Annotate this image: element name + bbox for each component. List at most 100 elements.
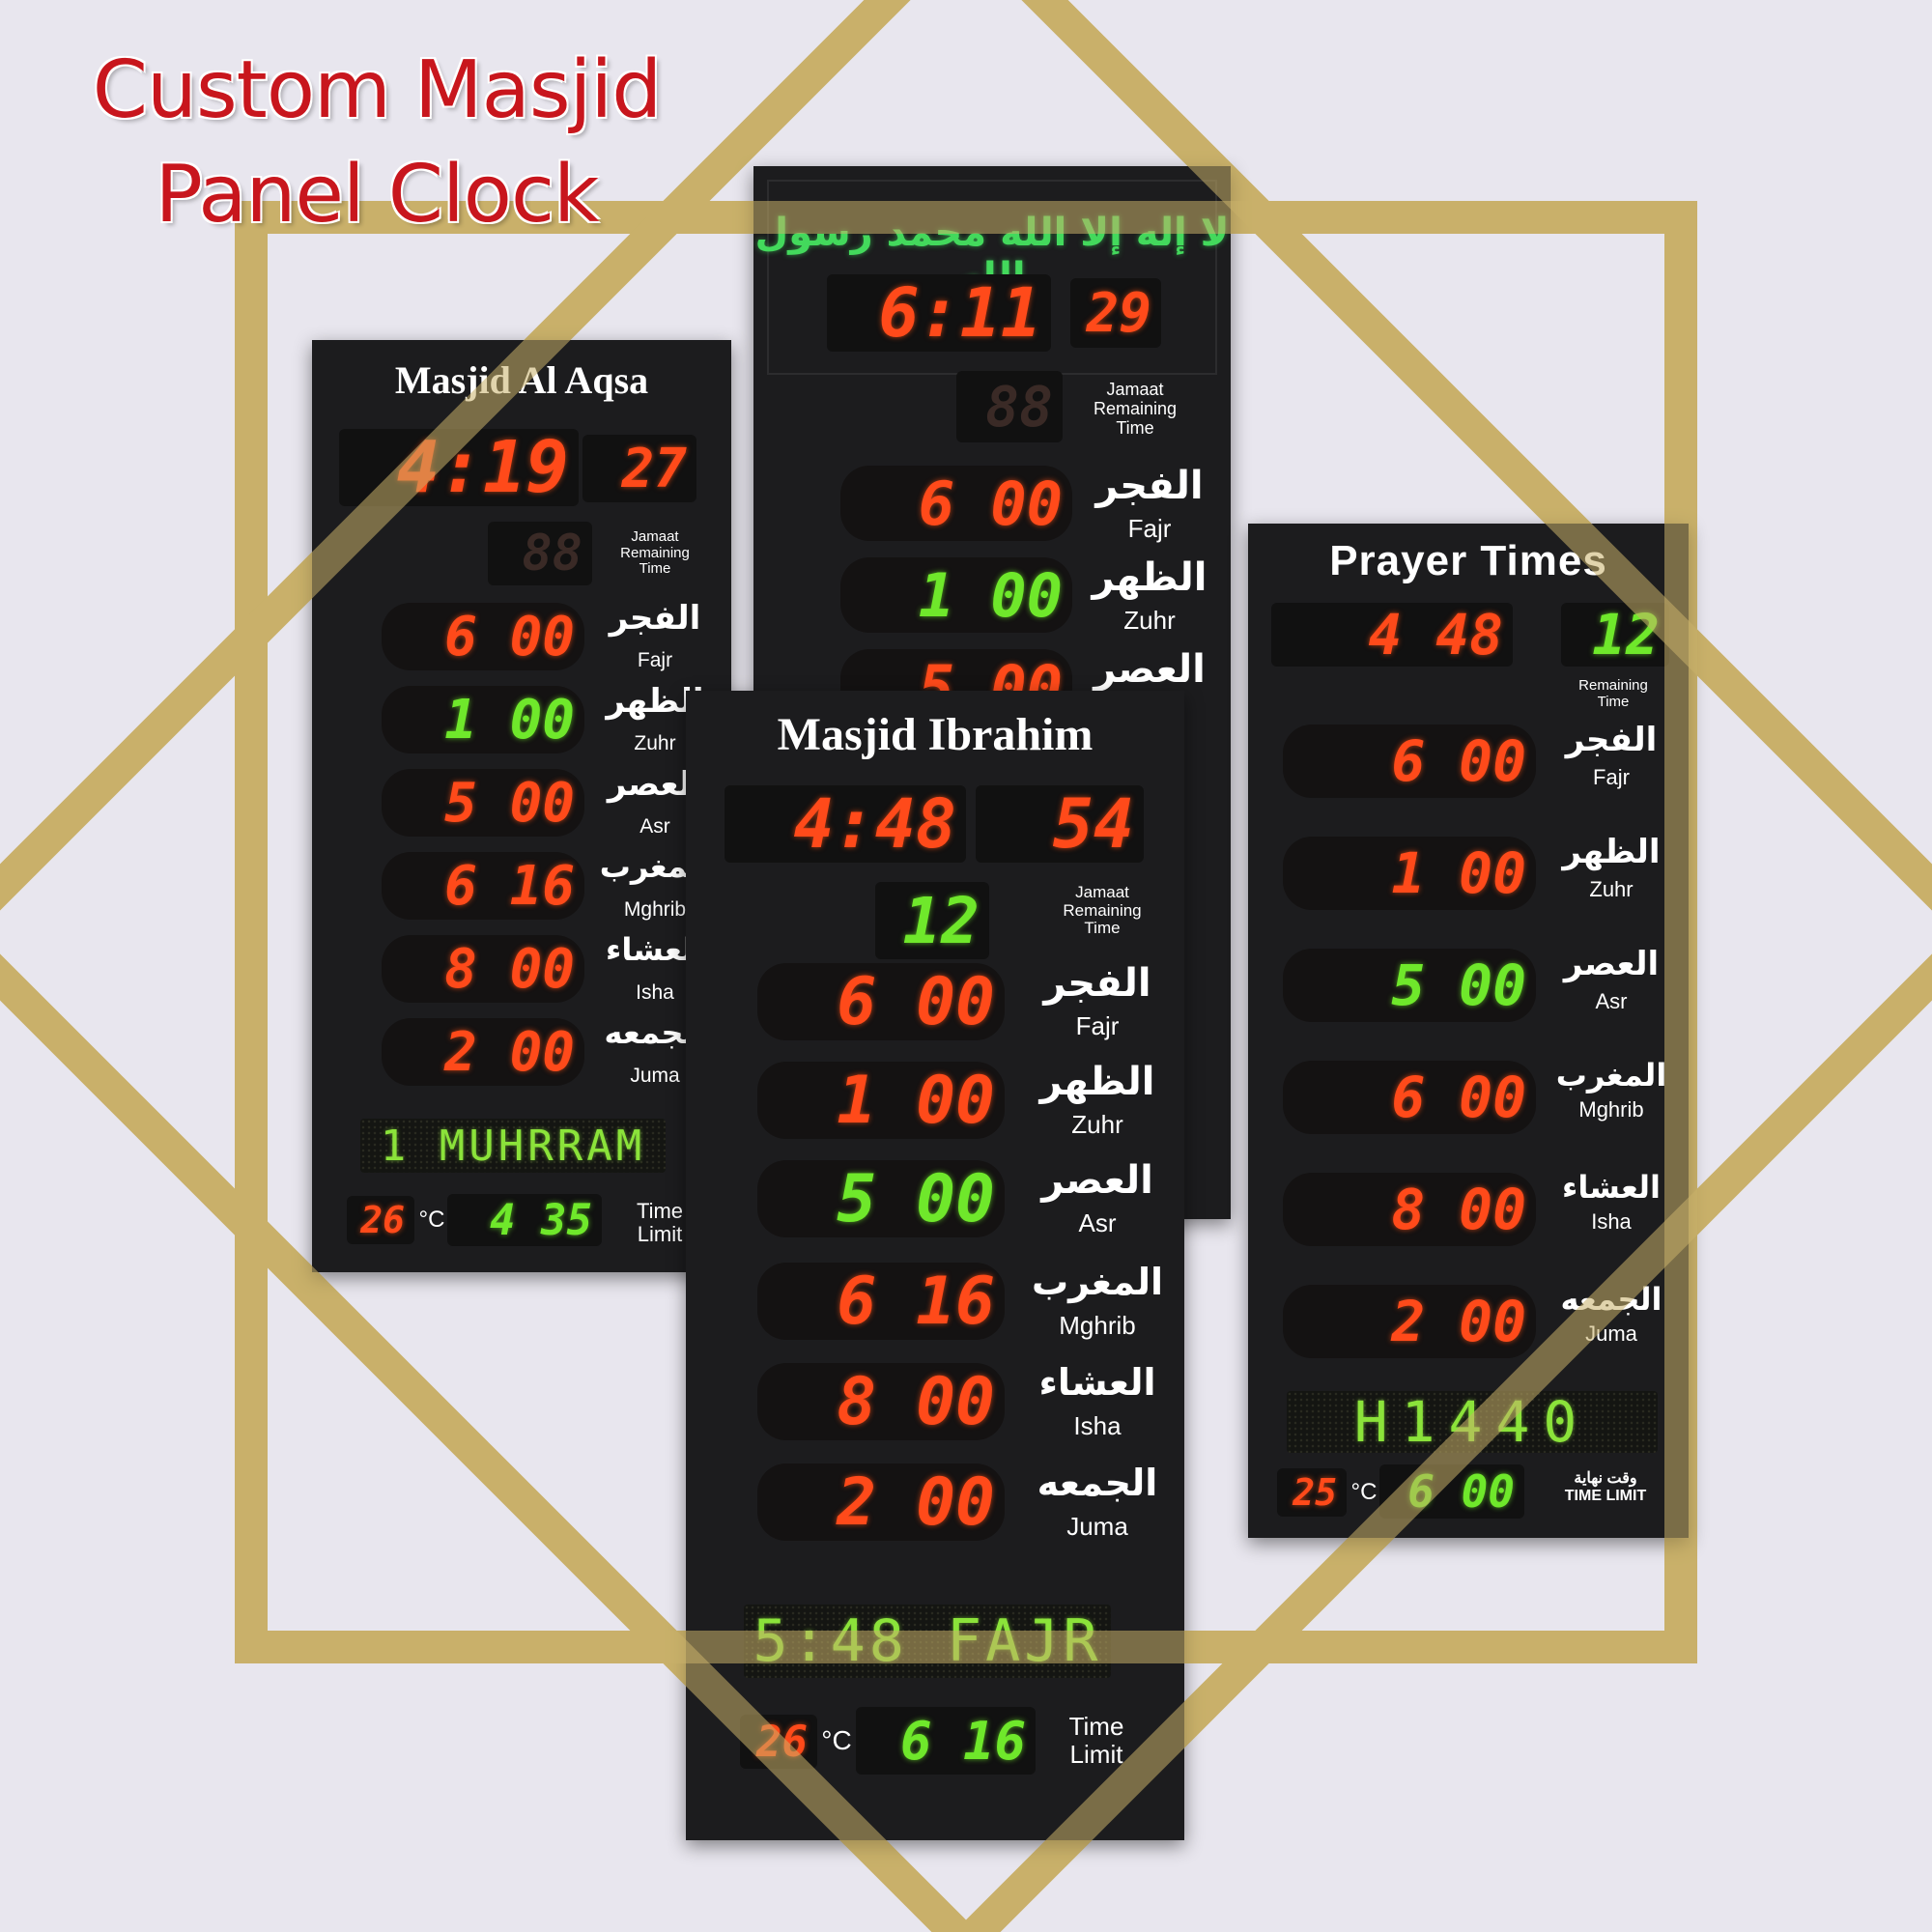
hijri-year-display: H1440 (1287, 1389, 1658, 1455)
jamaat-label-line-3: Time (1116, 417, 1154, 438)
seconds-value: 29 (1086, 281, 1151, 345)
remaining-label-line-2: Time (1597, 693, 1630, 710)
prayer-name-arabic: الفجر (609, 599, 701, 638)
prayer-name-english: Fajr (1127, 514, 1172, 543)
prayer-time-value: 6 00 (1391, 728, 1526, 794)
prayer-name-arabic: الجمعه (1037, 1462, 1158, 1504)
prayer-time-zuhr: 1 00 (757, 1062, 1005, 1139)
prayer-name-english: Asr (1595, 989, 1628, 1013)
jamaat-label-line-1: Jamaat (631, 528, 679, 545)
seconds-display: 29 (1070, 278, 1161, 348)
temperature-unit: °C (1350, 1479, 1378, 1505)
temperature-display: 26 (740, 1715, 817, 1769)
seconds-display: 27 (582, 435, 696, 502)
prayer-time-zuhr: 1 00 (1283, 837, 1536, 910)
jamaat-label-line-1: Jamaat (1075, 883, 1129, 901)
headline: Custom Masjid Panel Clock (68, 39, 686, 247)
prayer-name-english: Isha (1073, 1411, 1122, 1440)
jamaat-display: 88 (488, 522, 592, 585)
prayer-time-value: 1 00 (918, 559, 1063, 631)
prayer-name-english: Juma (1585, 1321, 1637, 1346)
main-clock-value: 6:11 (878, 273, 1041, 353)
prayer-name-arabic: الفجر (1043, 961, 1151, 1006)
time-limit-value: 6 16 (899, 1710, 1026, 1772)
prayer-name-arabic: الظهر (1562, 833, 1661, 871)
prayer-name-arabic: الظهر (1039, 1060, 1155, 1104)
remaining-label-line-1: Remaining (1578, 677, 1648, 694)
prayer-time-value: 1 00 (444, 688, 575, 752)
prayer-time-value: 6 16 (444, 854, 575, 918)
panel-title: Prayer Times (1329, 537, 1607, 584)
prayer-time-value: 6 16 (837, 1263, 995, 1340)
prayer-time-maghrib: 6 16 (757, 1263, 1005, 1340)
jamaat-label-line-3: Time (1084, 919, 1121, 938)
masjid-ibrahim-panel: Masjid Ibrahim 4:48 54 12 Jamaat Remaini… (686, 691, 1184, 1840)
jamaat-label: Jamaat Remaining Time (1039, 883, 1165, 938)
remaining-time-value: 12 (1592, 602, 1660, 668)
prayer-name-arabic: الفجر (1095, 464, 1204, 508)
prayer-time-fajr: 6 00 (1283, 724, 1536, 798)
main-clock-value: 4 48 (1368, 602, 1503, 668)
headline-line-2: Panel Clock (155, 149, 599, 241)
temperature-unit: °C (418, 1207, 445, 1233)
prayer-name-arabic: العصر (1094, 647, 1206, 692)
jamaat-display: 12 (875, 882, 989, 959)
time-limit-label-line-1: Time (1068, 1712, 1124, 1741)
main-clock-display: 6:11 (827, 273, 1051, 353)
prayer-time-juma: 2 00 (1283, 1285, 1536, 1358)
prayer-name-english: Zuhr (1071, 1110, 1123, 1139)
prayer-name-arabic: الجمعه (1560, 1281, 1662, 1318)
prayer-name-english: Mghrib (1578, 1097, 1644, 1122)
jamaat-label-line-2: Remaining (1063, 900, 1142, 920)
headline-line-1: Custom Masjid (92, 44, 663, 136)
scrolling-message-display: 1 MUHRRAM (360, 1119, 666, 1173)
prayer-time-isha: 8 00 (1283, 1173, 1536, 1246)
prayer-name-english: Zuhr (1589, 877, 1634, 901)
next-prayer-message-display: 5:48 FAJR (744, 1605, 1111, 1678)
remaining-time-display: 12 (1561, 602, 1669, 668)
remaining-time-label: Remaining Time (1548, 677, 1679, 710)
time-limit-display: 6 16 (856, 1707, 1036, 1775)
jamaat-label-line-1: Jamaat (1106, 380, 1164, 399)
temperature-value: 25 (1293, 1471, 1337, 1514)
temperature-display: 25 (1277, 1468, 1347, 1517)
temperature-unit: °C (821, 1725, 852, 1755)
prayer-name-arabic: الظهر (1092, 555, 1208, 600)
prayer-name-english: Asr (1078, 1208, 1117, 1237)
prayer-time-juma: 2 00 (382, 1018, 584, 1086)
prayer-time-value: 5 00 (1391, 952, 1526, 1018)
jamaat-label: Jamaat Remaining Time (592, 528, 718, 578)
prayer-time-value: 6 00 (444, 605, 575, 668)
prayer-time-asr: 5 00 (382, 769, 584, 837)
prayer-name-english: Juma (1066, 1512, 1128, 1541)
seconds-value: 27 (621, 437, 687, 500)
jamaat-label: Jamaat Remaining Time (1072, 380, 1198, 438)
panel-title: Masjid Al Aqsa (394, 358, 649, 402)
prayer-time-value: 6 00 (1391, 1065, 1526, 1130)
main-clock-display: 4:19 (339, 426, 579, 509)
jamaat-value: 12 (902, 883, 980, 958)
prayer-time-value: 1 00 (1391, 840, 1526, 906)
prayer-name-english: Zuhr (1123, 606, 1176, 635)
prayer-name-english: Isha (1591, 1209, 1632, 1234)
prayer-time-fajr: 6 00 (382, 603, 584, 670)
prayer-name-arabic: العشاء (1038, 1361, 1156, 1404)
prayer-time-juma: 2 00 (757, 1463, 1005, 1541)
prayer-time-asr: 5 00 (757, 1160, 1005, 1237)
prayer-name-english: Fajr (637, 649, 673, 671)
prayer-time-value: 8 00 (1391, 1177, 1526, 1242)
main-clock-value: 4:48 (793, 784, 956, 864)
prayer-time-fajr: 6 00 (840, 466, 1072, 541)
jamaat-label-line-3: Time (639, 560, 671, 577)
prayer-name-english: Fajr (1593, 765, 1630, 789)
prayer-name-arabic: المغرب (1555, 1057, 1667, 1094)
panel-title: Masjid Ibrahim (777, 709, 1094, 760)
seconds-display: 54 (976, 784, 1144, 864)
prayer-time-value: 8 00 (837, 1363, 995, 1440)
jamaat-label-line-2: Remaining (620, 544, 690, 561)
prayer-time-isha: 8 00 (382, 935, 584, 1003)
prayer-name-arabic: العصر (1563, 945, 1660, 983)
prayer-times-panel: Prayer Times 4 48 12 Remaining Time 6 00… (1248, 524, 1689, 1538)
prayer-time-value: 6 00 (918, 468, 1063, 539)
prayer-time-maghrib: 6 16 (382, 852, 584, 920)
